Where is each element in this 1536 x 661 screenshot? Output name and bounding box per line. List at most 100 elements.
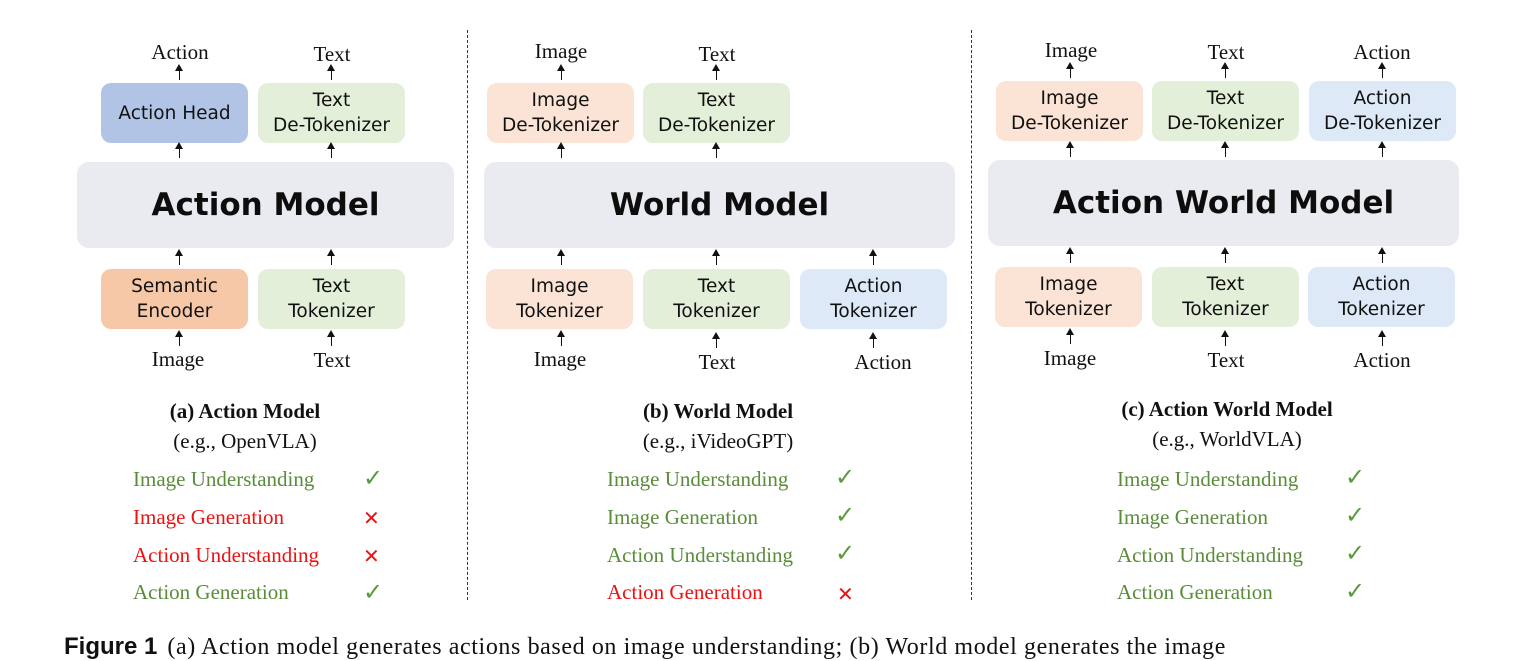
capability-action-understanding: Action Understanding — [133, 543, 320, 567]
arrow-in-text — [1220, 330, 1229, 346]
arrow-out-action — [174, 64, 183, 80]
arrow-image-tokenizer-to-model — [556, 249, 565, 265]
check-icon: ✓ — [835, 463, 856, 491]
arrow-action-tokenizer-to-model — [1377, 247, 1386, 263]
world-model-block: World Model — [484, 162, 955, 248]
arrow-in-image — [1065, 328, 1074, 344]
input-label-text: Text — [1207, 348, 1245, 372]
arrow-out-text — [1220, 62, 1229, 78]
text-tokenizer-box: Text Tokenizer — [1152, 267, 1299, 327]
arrow-image-tokenizer-to-model — [1065, 247, 1074, 263]
arrow-in-image — [174, 330, 183, 346]
check-icon: ✓ — [835, 501, 856, 529]
arrow-model-to-image-detokenizer — [1065, 141, 1074, 157]
image-tokenizer-box: Image Tokenizer — [995, 267, 1142, 327]
input-label-action: Action — [854, 350, 912, 374]
arrow-in-text — [711, 332, 720, 348]
action-detokenizer-box: Action De-Tokenizer — [1309, 81, 1456, 141]
capability-image-generation: Image Generation — [607, 505, 759, 529]
check-icon: ✓ — [1345, 463, 1366, 491]
panel-caption: (b) World Model (e.g., iVideoGPT) — [563, 396, 873, 456]
arrow-out-text — [326, 64, 335, 80]
input-label-action: Action — [1353, 348, 1411, 372]
text-detokenizer-box: Text De-Tokenizer — [258, 83, 405, 143]
panel-divider — [971, 30, 972, 600]
output-label-text: Text — [313, 42, 351, 66]
arrow-text-tokenizer-to-model — [1220, 247, 1229, 263]
action-tokenizer-box: Action Tokenizer — [1308, 267, 1455, 327]
panel-caption-example: (e.g., WorldVLA) — [1152, 427, 1302, 451]
capability-image-generation: Image Generation — [1117, 505, 1269, 529]
arrow-model-to-action-head — [174, 142, 183, 158]
arrow-semantic-encoder-to-model — [174, 249, 183, 265]
check-icon: ✓ — [363, 464, 384, 492]
arrow-text-tokenizer-to-model — [326, 249, 335, 265]
check-icon: ✓ — [1345, 501, 1366, 529]
image-tokenizer-box: Image Tokenizer — [486, 269, 633, 329]
output-label-text: Text — [1207, 40, 1245, 64]
action-model-block: Action Model — [77, 162, 454, 248]
semantic-encoder-box: Semantic Encoder — [101, 269, 248, 329]
arrow-action-tokenizer-to-model — [868, 249, 877, 265]
input-label-image: Image — [533, 347, 587, 371]
arrow-in-image — [556, 330, 565, 346]
panel-caption-title: (a) Action Model — [169, 399, 321, 423]
figure-caption: Figure 1 (a) Action model generates actio… — [64, 633, 1524, 661]
capability-action-generation: Action Generation — [133, 580, 289, 604]
image-detokenizer-box: Image De-Tokenizer — [996, 81, 1143, 141]
capability-image-understanding: Image Understanding — [133, 467, 315, 491]
image-detokenizer-box: Image De-Tokenizer — [487, 83, 634, 143]
panel-caption-example: (e.g., iVideoGPT) — [642, 429, 794, 453]
arrow-out-action — [1377, 62, 1386, 78]
input-label-text: Text — [313, 348, 351, 372]
arrow-model-to-action-detokenizer — [1377, 141, 1386, 157]
panel-caption: (c) Action World Model (e.g., WorldVLA) — [1072, 394, 1382, 454]
cross-icon: ✕ — [363, 544, 380, 568]
arrow-model-to-image-detokenizer — [556, 142, 565, 158]
capability-image-understanding: Image Understanding — [1117, 467, 1299, 491]
figure-caption-label: Figure 1 — [64, 633, 158, 660]
text-detokenizer-box: Text De-Tokenizer — [643, 83, 790, 143]
panel-action-model: Action Action Head Text Text De-Tokenize… — [0, 0, 470, 660]
panel-caption-title: (b) World Model — [642, 399, 794, 423]
arrow-text-tokenizer-to-model — [711, 249, 720, 265]
output-label-text: Text — [698, 42, 736, 66]
input-label-image: Image — [1043, 346, 1097, 370]
capability-action-understanding: Action Understanding — [1117, 543, 1304, 567]
output-label-image: Image — [1044, 38, 1098, 62]
arrow-model-to-text-detokenizer — [1220, 141, 1229, 157]
output-label-action: Action — [1353, 40, 1411, 64]
panel-caption: (a) Action Model (e.g., OpenVLA) — [90, 396, 400, 456]
action-tokenizer-box: Action Tokenizer — [800, 269, 947, 329]
figure-caption-text: (a) Action model generates actions based… — [167, 634, 1226, 660]
output-label-action: Action — [151, 40, 209, 64]
capability-action-generation: Action Generation — [1117, 580, 1273, 604]
arrow-out-image — [556, 64, 565, 80]
arrow-out-image — [1065, 62, 1074, 78]
text-tokenizer-box: Text Tokenizer — [258, 269, 405, 329]
arrow-model-to-text-detokenizer — [326, 142, 335, 158]
cross-icon: ✕ — [363, 506, 380, 530]
arrow-in-action — [868, 332, 877, 348]
arrow-in-text — [326, 330, 335, 346]
capability-image-generation: Image Generation — [133, 505, 285, 529]
panel-caption-example: (e.g., OpenVLA) — [173, 429, 317, 453]
check-icon: ✓ — [363, 578, 384, 606]
input-label-text: Text — [698, 350, 736, 374]
output-label-image: Image — [534, 39, 588, 63]
action-world-model-block: Action World Model — [988, 160, 1459, 246]
check-icon: ✓ — [1345, 539, 1366, 567]
action-head-box: Action Head — [101, 83, 248, 143]
check-icon: ✓ — [835, 539, 856, 567]
capability-action-understanding: Action Understanding — [607, 543, 794, 567]
arrow-in-action — [1377, 330, 1386, 346]
capability-action-generation: Action Generation — [607, 580, 763, 604]
check-icon: ✓ — [1345, 577, 1366, 605]
text-detokenizer-box: Text De-Tokenizer — [1152, 81, 1299, 141]
arrow-out-text — [711, 64, 720, 80]
text-tokenizer-box: Text Tokenizer — [643, 269, 790, 329]
capability-image-understanding: Image Understanding — [607, 467, 789, 491]
cross-icon: ✕ — [837, 582, 854, 606]
arrow-model-to-text-detokenizer — [711, 142, 720, 158]
